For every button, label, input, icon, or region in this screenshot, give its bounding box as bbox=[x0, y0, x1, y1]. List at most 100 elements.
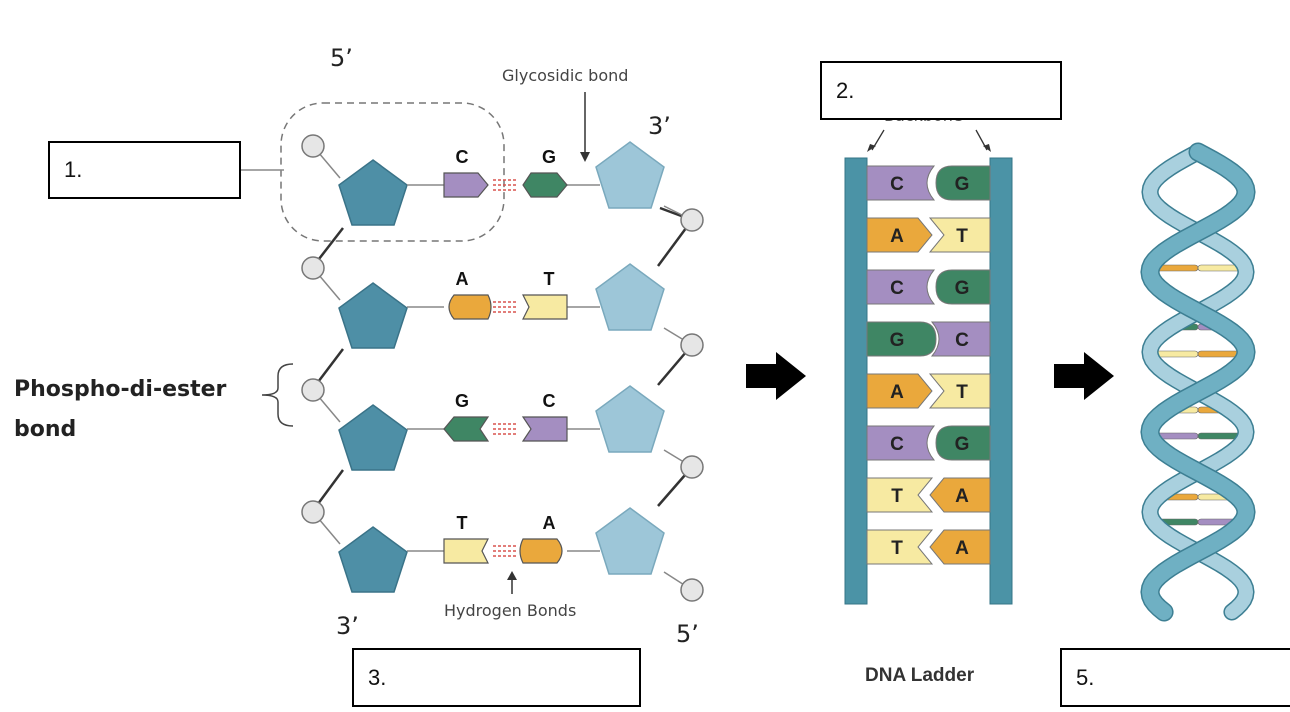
right-sugars bbox=[595, 141, 665, 575]
base-T bbox=[443, 538, 489, 564]
ladder-base-T bbox=[866, 477, 934, 513]
flow-arrow-2 bbox=[1054, 352, 1114, 400]
ladder-letter: A bbox=[890, 382, 904, 403]
phosphate-circle bbox=[680, 578, 704, 602]
ladder-backbone-left bbox=[844, 157, 868, 605]
left-phosphates bbox=[301, 134, 325, 524]
ladder-letter: G bbox=[955, 278, 970, 299]
phosphate-circle bbox=[680, 455, 704, 479]
sugar-pentagon bbox=[338, 526, 408, 593]
base-letter: A bbox=[543, 513, 556, 533]
phosphate-circle bbox=[680, 333, 704, 357]
label-3prime-top-right: 3’ bbox=[648, 112, 671, 140]
ladder-letter: T bbox=[956, 226, 968, 247]
base-letter: C bbox=[543, 391, 556, 411]
ladder-base-G bbox=[935, 165, 991, 201]
right-phosphates bbox=[680, 208, 704, 602]
answer-box-5[interactable]: 5. bbox=[1060, 648, 1290, 707]
helix-strand-front bbox=[1141, 144, 1255, 620]
ladder-base-C bbox=[866, 269, 936, 305]
flow-arrow-1 bbox=[746, 352, 806, 400]
base-T bbox=[522, 294, 568, 320]
ladder-letter: A bbox=[955, 486, 969, 507]
base-G bbox=[443, 416, 490, 442]
ladder-base-T bbox=[928, 373, 991, 409]
sugar-pentagon bbox=[338, 159, 408, 226]
label-5prime-top-left: 5’ bbox=[330, 44, 353, 72]
sugar-pentagon bbox=[595, 263, 665, 331]
ladder-letter: T bbox=[891, 486, 903, 507]
ladder-letter: A bbox=[890, 226, 904, 247]
phosphodiester-label-line2: bond bbox=[14, 417, 77, 442]
base-letter: A bbox=[456, 269, 469, 289]
base-letter: G bbox=[455, 391, 469, 411]
label-3prime-bottom-left: 3’ bbox=[336, 612, 359, 640]
ladder-base-G bbox=[935, 269, 991, 305]
phosphate-circle bbox=[301, 256, 325, 280]
base-letter: G bbox=[542, 147, 556, 167]
phosphate-circle bbox=[301, 378, 325, 402]
ladder-letter: A bbox=[955, 538, 969, 559]
ladder-base-A bbox=[866, 217, 933, 253]
sugar-pentagon bbox=[338, 282, 408, 349]
phosphodiester-label: Phospho-di-ester bond bbox=[14, 370, 226, 450]
ladder-base-G bbox=[866, 321, 937, 357]
ladder-letter: G bbox=[955, 434, 970, 455]
ladder-base-C bbox=[930, 321, 991, 357]
phosphate-circle bbox=[680, 208, 704, 232]
ladder-base-G bbox=[935, 425, 991, 461]
ladder-letter: T bbox=[956, 382, 968, 403]
base-C bbox=[443, 172, 489, 198]
ladder-letter: C bbox=[955, 330, 969, 351]
answer-box-2[interactable]: 2. bbox=[820, 61, 1062, 120]
nucleotide-outline bbox=[280, 102, 505, 242]
base-A bbox=[519, 538, 563, 564]
sugar-pentagon bbox=[595, 141, 665, 209]
answer-box-3[interactable]: 3. bbox=[352, 648, 641, 707]
left-sugars bbox=[338, 159, 408, 593]
hydrogen-arrowhead bbox=[507, 571, 517, 580]
base-G bbox=[522, 172, 568, 198]
base-C bbox=[521, 416, 568, 442]
base-letter: C bbox=[456, 147, 469, 167]
sugar-pentagon bbox=[338, 404, 408, 471]
glycosidic-arrowhead bbox=[580, 152, 590, 162]
backbone-pointer-left-head bbox=[867, 144, 876, 152]
ladder-letter: C bbox=[890, 434, 904, 455]
ladder-base-C bbox=[866, 165, 936, 201]
base-A bbox=[448, 294, 492, 320]
ladder-backbone-right bbox=[989, 157, 1013, 605]
phosphodiester-label-line1: Phospho-di-ester bbox=[14, 377, 227, 402]
label-5prime-bottom-right: 5’ bbox=[676, 620, 699, 648]
glycosidic-bond-label: Glycosidic bond bbox=[502, 66, 629, 85]
ladder-base-T bbox=[866, 529, 934, 565]
base-letter: T bbox=[457, 513, 468, 533]
ladder-base-A bbox=[929, 477, 991, 513]
phosphate-circle bbox=[301, 134, 325, 158]
sugar-pentagon bbox=[595, 385, 665, 453]
double-helix bbox=[1140, 142, 1256, 622]
ladder-letter: C bbox=[890, 174, 904, 195]
ladder-base-T bbox=[928, 217, 991, 253]
phosphodiester-brace bbox=[261, 363, 294, 427]
base-letter: T bbox=[544, 269, 555, 289]
answer-box-1[interactable]: 1. bbox=[48, 141, 241, 199]
sugar-pentagon bbox=[595, 507, 665, 575]
hydrogen-bonds-label: Hydrogen Bonds bbox=[444, 601, 577, 620]
ladder-base-A bbox=[866, 373, 933, 409]
